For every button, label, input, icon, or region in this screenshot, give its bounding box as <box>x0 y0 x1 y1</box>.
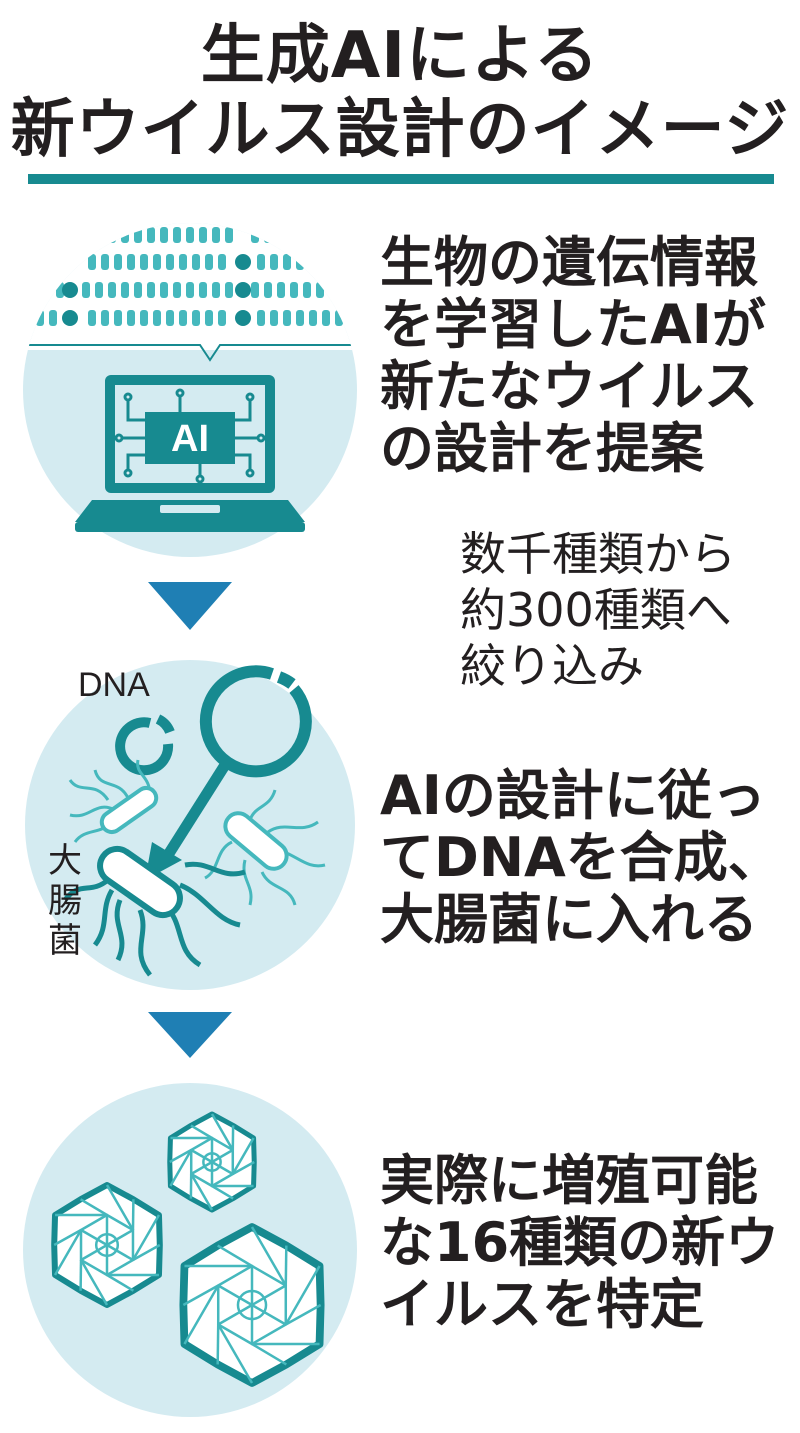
virus-small-icon <box>167 1111 257 1213</box>
step2-line-3: 大腸菌に入れる <box>380 888 758 951</box>
filter-note: 数千種類から 約300種類へ 絞り込み <box>460 526 790 694</box>
step1-line-4: の設計を提案 <box>380 417 704 480</box>
down-arrow-2 <box>148 1012 232 1058</box>
bacteria-label-2: 腸 <box>48 881 82 921</box>
step3-illustration <box>23 1083 357 1417</box>
step1-line-1: 生物の遺伝情報 <box>380 231 758 294</box>
dna-plasmid-small-icon <box>115 714 175 776</box>
step2-line-1: AIの設計に従っ <box>380 764 766 827</box>
step1-text: 生物の遺伝情報 を学習したAIが 新たなウイルス の設計を提案 <box>380 232 780 480</box>
title-divider <box>28 174 774 184</box>
step2-text: AIの設計に従っ てDNAを合成、 大腸菌に入れる <box>380 764 782 951</box>
bacteria-icon <box>63 759 326 977</box>
down-arrow-1 <box>148 582 232 630</box>
step1-line-2: を学習したAIが <box>380 293 766 356</box>
dna-label: DNA <box>78 666 150 704</box>
title-line-2: 新ウイルス設計のイメージ <box>10 93 790 167</box>
note-line-1: 数千種類から <box>460 527 736 581</box>
data-pattern <box>23 223 357 362</box>
step3-line-3: イルスを特定 <box>380 1273 704 1336</box>
step3-line-1: 実際に増殖可能 <box>380 1149 758 1212</box>
bacteria-label-1: 大 <box>48 841 82 881</box>
laptop-ai-icon: AI <box>75 375 305 532</box>
step3-text: 実際に増殖可能 な16種類の新ウ イルスを特定 <box>380 1150 780 1336</box>
step1-line-3: 新たなウイルス <box>380 355 758 418</box>
step2-line-2: てDNAを合成、 <box>380 826 782 889</box>
step1-illustration: AI <box>23 223 357 557</box>
note-line-3: 絞り込み <box>460 639 644 693</box>
note-line-2: 約300種類へ <box>460 583 732 637</box>
dna-plasmid-large-icon <box>199 665 312 778</box>
step2-illustration: DNA <box>25 660 355 990</box>
bacteria-label-3: 菌 <box>48 921 82 961</box>
step3-line-2: な16種類の新ウ <box>380 1211 780 1274</box>
title-line-1: 生成AIによる <box>200 19 600 93</box>
virus-medium-icon <box>51 1182 163 1308</box>
laptop-screen-label: AI <box>171 418 209 460</box>
virus-large-icon <box>179 1223 325 1387</box>
